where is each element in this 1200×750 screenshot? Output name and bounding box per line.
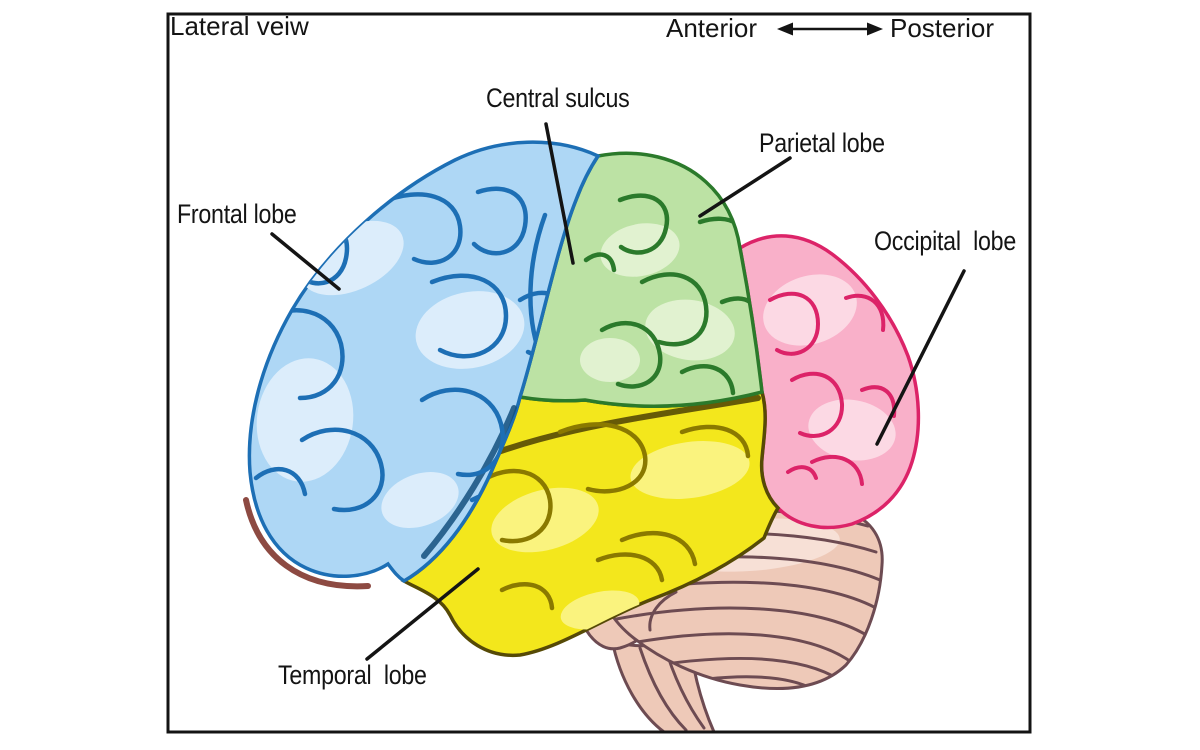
occipital-lobe-shape — [738, 234, 921, 530]
cerebrum-rim-shadow — [243, 497, 371, 590]
temporal-gyri-lines — [477, 422, 751, 611]
anterior-posterior-arrow — [777, 22, 883, 36]
temporal-lobe-label: Temporal lobe — [278, 660, 427, 690]
temporal-leader-line — [365, 567, 480, 661]
central-sulcus-label: Central sulcus — [486, 83, 630, 113]
frontal-leader-line — [270, 232, 341, 291]
figure-border — [166, 12, 1032, 734]
anterior-label: Anterior — [666, 13, 758, 43]
occipital-leader-line — [875, 269, 966, 446]
parietal-leader-line — [698, 156, 792, 218]
frontal-lobe-label: Frontal lobe — [177, 199, 297, 229]
view-label: Lateral veiw — [170, 11, 309, 41]
frontal-junction-shadow — [421, 405, 517, 559]
posterior-label: Posterior — [890, 13, 995, 43]
occipital-lobe-label: Occipital lobe — [874, 226, 1016, 256]
parietal-lobe-label: Parietal lobe — [759, 128, 885, 158]
central-sulcus-leader-line — [544, 122, 575, 265]
